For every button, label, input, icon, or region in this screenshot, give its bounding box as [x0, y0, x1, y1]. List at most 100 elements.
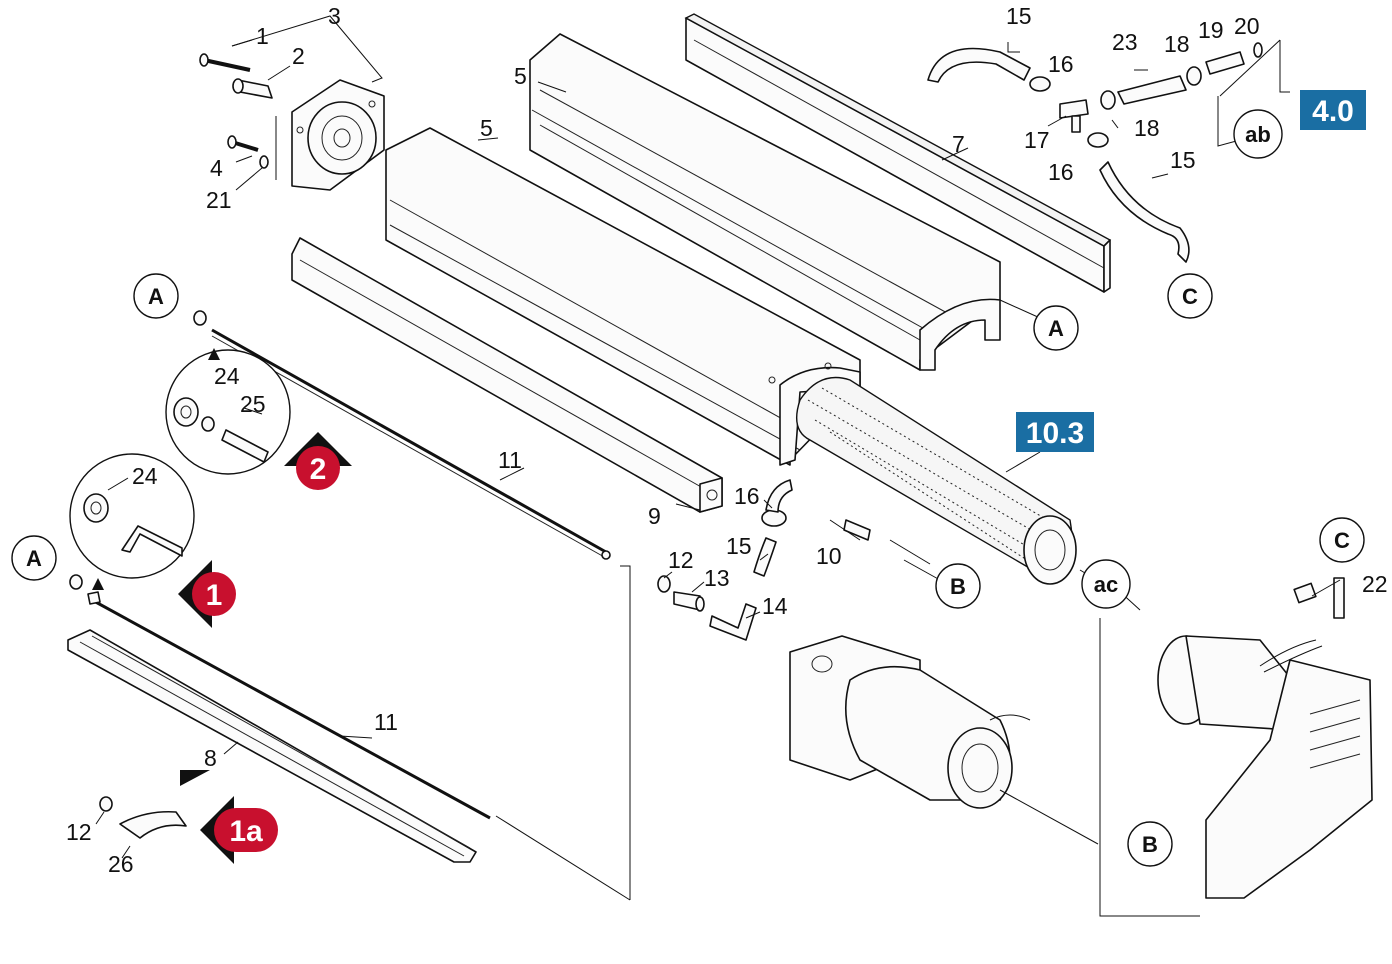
part-16-clamp-upper [1029, 76, 1051, 92]
callout-20: 20 [1234, 13, 1260, 39]
marker-1a: 1a [200, 796, 278, 864]
marker-2: 2 [284, 432, 352, 490]
callout-10: 10 [816, 543, 842, 569]
callout-18-mid: 18 [1134, 115, 1160, 141]
connector-c-motor: C [1319, 517, 1365, 563]
svg-text:1: 1 [206, 579, 223, 612]
svg-text:1a: 1a [229, 815, 263, 848]
connector-a-left: A [11, 535, 57, 581]
part-18-clamp-b [1186, 66, 1202, 86]
marker-1: 1 [178, 560, 236, 628]
svg-text:A: A [148, 284, 164, 309]
svg-text:2: 2 [310, 453, 327, 486]
callout-2: 2 [292, 43, 305, 69]
callout-21: 21 [206, 187, 232, 213]
connector-b-motor: B [1127, 821, 1173, 867]
part-17-tee [1059, 99, 1089, 133]
callout-18-top: 18 [1164, 31, 1190, 57]
connector-a-right: A [1033, 305, 1079, 351]
part-16-clamp-lower [1087, 132, 1109, 148]
callout-5-lower: 5 [480, 115, 493, 141]
callout-24-circle2: 24 [214, 363, 240, 389]
part-14-elbow [709, 603, 757, 641]
callout-13: 13 [704, 565, 730, 591]
callout-8: 8 [204, 745, 217, 771]
part-7-strip [684, 13, 1112, 293]
callout-11-lower: 11 [374, 709, 398, 735]
part-4-screw [227, 135, 259, 152]
motor-front [789, 635, 1031, 809]
callout-16-right: 16 [1048, 159, 1074, 185]
part-11-rod-upper [211, 328, 611, 560]
connector-b-brush: B [935, 563, 981, 609]
svg-text:C: C [1334, 528, 1350, 553]
callout-22: 22 [1362, 571, 1388, 597]
hose-15-small [753, 537, 777, 577]
washer-left-a [69, 574, 83, 590]
motor-right [1157, 577, 1373, 899]
part-2-pin [232, 78, 273, 99]
svg-text:B: B [1142, 832, 1158, 857]
connector-ac: ac [1081, 559, 1131, 609]
svg-text:C: C [1182, 284, 1198, 309]
badge-10-3[interactable]: 10.3 [1016, 412, 1094, 452]
svg-text:A: A [1048, 316, 1064, 341]
callout-15-right: 15 [1170, 147, 1196, 173]
hose-15-upper [927, 47, 1031, 83]
callout-25: 25 [240, 391, 266, 417]
svg-text:ac: ac [1094, 572, 1118, 597]
badge-10-3-box [1016, 412, 1094, 452]
callout-3: 3 [328, 3, 341, 29]
callout-14: 14 [762, 593, 788, 619]
part-26-clip [99, 770, 210, 839]
callout-16-mid: 16 [734, 483, 760, 509]
part-9-profile [291, 237, 723, 513]
brush-roller [796, 376, 1077, 585]
part-20-oring [1253, 42, 1263, 58]
part-1-screw [199, 53, 251, 72]
hose-15-lower [1099, 161, 1190, 263]
svg-text:ab: ab [1245, 122, 1271, 147]
callout-16-top: 16 [1048, 51, 1074, 77]
washer-top-a [193, 310, 207, 326]
part-12-washer [657, 575, 671, 593]
callout-4: 4 [210, 155, 223, 181]
callout-9: 9 [648, 503, 661, 529]
callout-15-top: 15 [1006, 3, 1032, 29]
connector-a-top: A [133, 273, 179, 319]
part-5-upper-housing [529, 33, 1001, 371]
svg-text:10.3: 10.3 [1026, 417, 1084, 450]
part-5-lower-housing [385, 127, 861, 466]
callout-12-mid: 12 [668, 547, 694, 573]
callout-1: 1 [256, 23, 269, 49]
part-16-clamp-small [761, 479, 793, 527]
callout-23: 23 [1112, 29, 1138, 55]
callout-19: 19 [1198, 17, 1224, 43]
marker-1a-pill [214, 808, 278, 852]
callout-5-upper: 5 [514, 63, 527, 89]
callout-12-left: 12 [66, 819, 92, 845]
part-3-bracket [291, 79, 385, 191]
badge-4-0-box [1300, 90, 1366, 130]
svg-text:4.0: 4.0 [1312, 95, 1354, 128]
part-19-nipple [1205, 51, 1245, 75]
detail-circle-2 [165, 348, 291, 475]
detail-circle-1 [69, 453, 195, 590]
callout-26: 26 [108, 851, 134, 877]
svg-text:B: B [950, 574, 966, 599]
part-8-rail [67, 629, 477, 863]
part-13-nozzle [673, 591, 705, 612]
callout-7: 7 [952, 131, 965, 157]
callout-17: 17 [1024, 127, 1050, 153]
part-11-rod-lower [87, 591, 491, 820]
connector-ab: ab [1233, 109, 1283, 159]
svg-text:A: A [26, 546, 42, 571]
callout-labels: 1 2 3 4 21 5 5 7 9 10 11 11 8 12 12 13 1… [66, 3, 1388, 877]
connector-c-hose: C [1167, 273, 1213, 319]
callout-24-circle1: 24 [132, 463, 158, 489]
badge-4-0[interactable]: 4.0 [1300, 90, 1366, 130]
part-23-tube [1117, 75, 1187, 105]
part-21-washer [259, 155, 269, 169]
callout-11-upper: 11 [498, 447, 522, 473]
